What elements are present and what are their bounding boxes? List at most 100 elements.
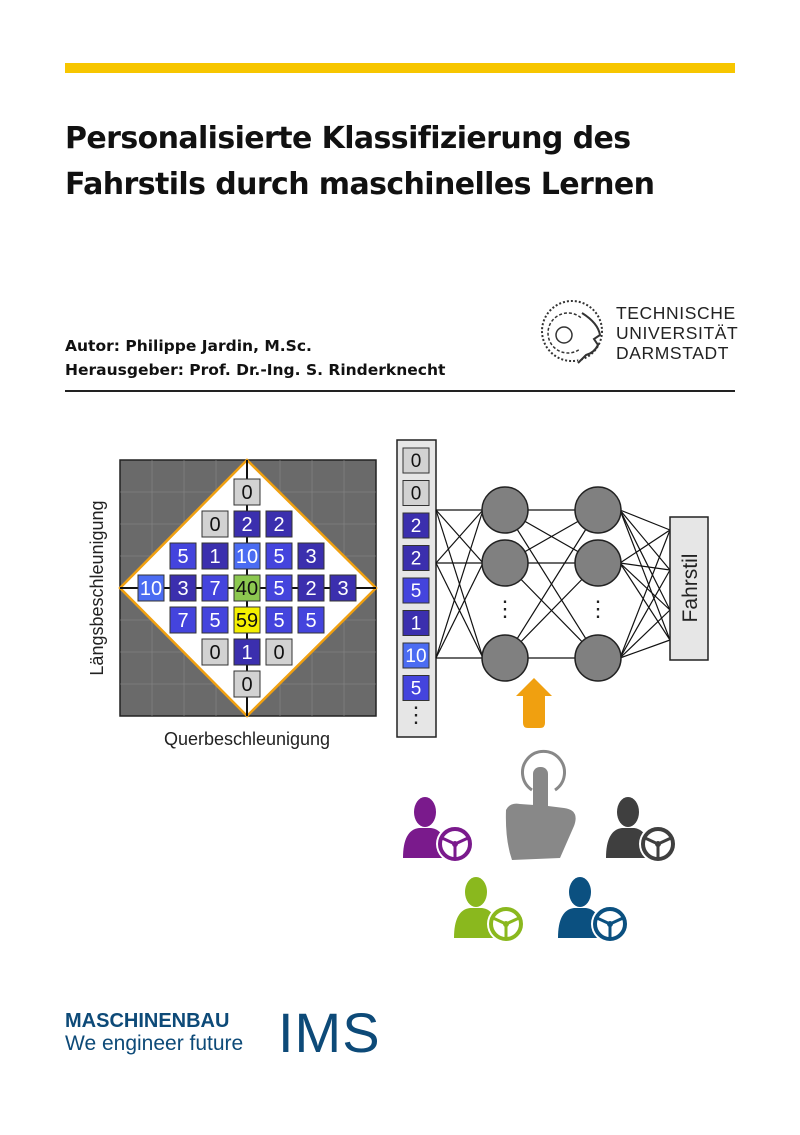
heatmap-cell [265,510,293,538]
output-label: Fahrstil [679,554,702,623]
heatmap-cell-value: 5 [209,610,220,632]
heatmap-cell-value: 0 [241,674,252,696]
heatmap-cell [201,638,229,666]
vector-cell-value: 5 [411,581,422,602]
vector-cell-value: 5 [411,679,422,700]
vector-cell-value: 1 [411,614,422,635]
connection [619,609,671,659]
heatmap-cell [297,542,325,570]
heatmap-cell-value: 1 [209,546,220,568]
neuron-node [481,634,529,682]
driver-icon [403,797,474,863]
heatmap-cell [201,606,229,634]
heatmap-cell-value: 5 [273,578,284,600]
vector-cell-value: 2 [411,549,422,570]
heatmap-cell [233,638,261,666]
heatmap-cell-value: 10 [236,546,258,568]
tu-darmstadt-logo-icon [541,300,603,364]
heatmap-cell [201,510,229,538]
heatmap-cell-value: 59 [236,610,258,632]
vector-cell [402,512,430,539]
heatmap-cell-value: 7 [209,578,220,600]
university-line-2: UNIVERSITÄT [616,323,739,343]
heatmap-cell-value: 5 [273,546,284,568]
neuron-node [574,486,622,534]
heatmap-cell-value: 0 [241,482,252,504]
title-line-1: Personalisierte Klassifizierung des [65,121,631,156]
hidden-ellipsis-2: ⋮ [587,596,609,621]
connection [619,569,671,659]
heatmap-cell [265,638,293,666]
heatmap-cell [233,670,261,698]
vector-cell [402,642,430,669]
vector-cell [402,545,430,571]
vector-cell [402,610,430,636]
driver-icon [558,877,629,943]
vector-cell-value: 10 [405,646,426,667]
connection [619,562,671,641]
heatmap-cell [169,606,197,634]
vector-cell [402,675,430,701]
connection [619,509,671,611]
heatmap-cell-value: 5 [305,610,316,632]
vector-cell-value: 2 [411,516,422,537]
vector-ellipsis: ⋮ [405,702,427,727]
connection [435,509,484,564]
heatmap-cell [169,574,197,602]
heatmap-cell-value: 40 [236,578,258,600]
neuron-node [481,486,529,534]
editor: Herausgeber: Prof. Dr.-Ing. S. Rinderkne… [65,361,446,379]
heatmap-cell [233,542,261,570]
touch-hand-icon [505,750,576,860]
heatmap-cell-value: 0 [273,642,284,664]
heatmap-cell [329,574,357,602]
x-axis-label: Querbeschleunigung [164,729,330,749]
y-axis-label: Längsbeschleunigung [87,500,107,675]
heatmap-cell [201,574,229,602]
neuron-node [481,539,529,587]
connection [619,529,671,564]
neuron-node [574,539,622,587]
vector-cell-value: 0 [411,484,422,505]
heatmap-cell-value: 10 [140,578,162,600]
heatmap-cell [297,606,325,634]
heatmap-cell [233,478,261,506]
university-line-1: TECHNISCHE [616,303,736,323]
connection [435,509,484,659]
vector-cell [402,480,430,506]
university-line-3: DARMSTADT [616,343,729,363]
driver-icon [606,797,677,863]
heatmap-cell [233,606,261,634]
heatmap-cell [297,574,325,602]
connection [504,509,599,659]
output-box [669,516,709,661]
accent-bar [65,63,735,73]
heatmap-cell-value: 7 [177,610,188,632]
divider [65,390,735,392]
connection [435,562,484,659]
vector-cell [402,577,430,604]
heatmap-cell [137,574,165,602]
footer-slogan: We engineer future [65,1032,244,1055]
connection [619,529,671,659]
heatmap-cell [265,574,293,602]
driver-icon [454,877,525,943]
heatmap-cell-value: 0 [209,514,220,536]
heatmap-cell-value: 2 [241,514,252,536]
vector-cell-value: 0 [411,451,422,472]
vector-cell [402,447,430,474]
author: Autor: Philippe Jardin, M.Sc. [65,337,312,355]
heatmap-cell-value: 3 [177,578,188,600]
up-arrow-icon [516,678,552,728]
heatmap-cell-value: 2 [305,578,316,600]
heatmap-cell-value: 0 [209,642,220,664]
footer-department: MASCHINENBAU [65,1010,230,1032]
title-line-2: Fahrstils durch maschinelles Lernen [65,167,655,202]
heatmap-cell [265,606,293,634]
document-title: Personalisierte Klassifizierung des Fahr… [65,116,725,208]
connection [619,639,671,659]
heatmap-cell-value: 1 [241,642,252,664]
connection [619,509,671,571]
connection [619,562,671,571]
university-name: TECHNISCHE UNIVERSITÄT DARMSTADT [616,303,738,363]
